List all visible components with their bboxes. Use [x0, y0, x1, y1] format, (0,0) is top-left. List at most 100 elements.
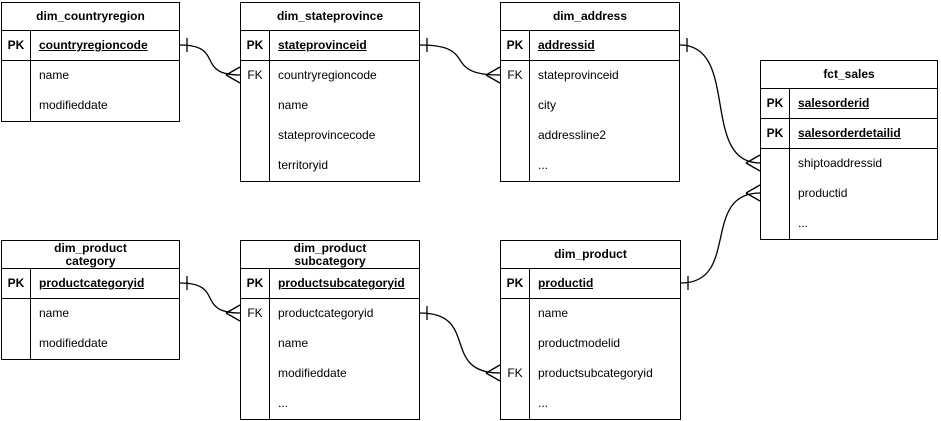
key-cell: [2, 329, 31, 359]
entity-rows: PK countryregioncode name modifieddate: [2, 31, 179, 121]
field-row: modifieddate: [2, 329, 179, 359]
entity-title: dim_product: [501, 241, 680, 269]
field-row: name: [2, 299, 179, 329]
relationship-stateprovince-to-address: [419, 38, 501, 84]
key-cell: PK: [241, 31, 270, 60]
entity-title-line: dim_product: [54, 240, 127, 255]
pk-row: PK salesorderid: [761, 89, 937, 119]
key-cell: [241, 359, 270, 389]
field-name: name: [278, 98, 309, 112]
field-row: ...: [501, 389, 680, 419]
field-row: ...: [761, 209, 937, 239]
key-cell: [501, 91, 530, 121]
field-row: modifieddate: [2, 91, 179, 121]
field-name: productcategoryid: [39, 276, 145, 290]
field-name: addressline2: [538, 128, 607, 142]
pk-row: PK productsubcategoryid: [241, 269, 419, 299]
entity-title-line: dim_product: [293, 240, 367, 255]
key-cell: [241, 91, 270, 121]
field-row: ...: [241, 389, 419, 419]
key-cell: [2, 299, 31, 329]
field-name: productsubcategoryid: [538, 366, 653, 380]
field-name: ...: [798, 216, 809, 230]
field-row: stateprovincecode: [241, 121, 419, 151]
key-cell: PK: [241, 269, 270, 298]
key-cell: [2, 61, 31, 91]
field-row: productid: [761, 179, 937, 209]
field-name: countryregioncode: [278, 68, 377, 82]
key-cell: [241, 389, 270, 419]
field-name: name: [538, 306, 569, 320]
relationship-productcategory-to-subcategory: [179, 276, 241, 322]
field-name: ...: [538, 158, 549, 172]
field-row: ...: [501, 151, 679, 181]
key-cell: FK: [241, 61, 270, 91]
key-cell: [761, 179, 790, 209]
field-row: name: [2, 61, 179, 91]
field-name: modifieddate: [39, 98, 108, 112]
field-name: ...: [538, 396, 549, 410]
field-name: shiptoaddressid: [798, 156, 883, 170]
key-cell: [2, 91, 31, 121]
field-name: name: [39, 306, 70, 320]
field-row: city: [501, 91, 679, 121]
key-cell: [761, 149, 790, 179]
field-name: ...: [278, 396, 289, 410]
key-cell: FK: [501, 359, 530, 389]
field-row: addressline2: [501, 121, 679, 151]
key-cell: PK: [761, 89, 790, 118]
key-cell: [501, 121, 530, 151]
entity-title: dim_countryregion: [2, 3, 179, 31]
key-cell: [501, 389, 530, 419]
entity-rows: PK productcategoryid name modifieddate: [2, 269, 179, 359]
entity-title-line: dim_address: [552, 9, 628, 23]
key-cell: [241, 121, 270, 151]
field-name: countryregioncode: [39, 38, 148, 52]
key-cell: [241, 151, 270, 181]
key-cell: PK: [501, 269, 530, 298]
field-name: modifieddate: [39, 336, 108, 350]
field-row: FK productcategoryid: [241, 299, 419, 329]
key-cell: FK: [241, 299, 270, 329]
key-cell: [501, 299, 530, 329]
key-cell: PK: [761, 119, 790, 148]
entity-title-line: dim_stateprovince: [276, 9, 384, 23]
field-name: productcategoryid: [278, 306, 374, 320]
entity-dim-product[interactable]: dim_product PK productid name productmodeli…: [500, 240, 681, 420]
field-name: territoryid: [278, 158, 329, 172]
key-cell: PK: [2, 31, 31, 60]
relationship-address-to-fctsales: [679, 38, 761, 172]
entity-title-line: dim_countryregion: [36, 9, 145, 23]
field-name: salesorderid: [798, 96, 870, 110]
field-row: modifieddate: [241, 359, 419, 389]
field-row: FK countryregioncode: [241, 61, 419, 91]
key-cell: PK: [2, 269, 31, 298]
field-name: productmodelid: [538, 336, 621, 350]
pk-row: PK productcategoryid: [2, 269, 179, 299]
field-row: territoryid: [241, 151, 419, 181]
field-name: name: [278, 336, 309, 350]
field-name: name: [39, 68, 70, 82]
entity-dim-countryregion[interactable]: dim_countryregion PK countryregioncode nam…: [1, 2, 180, 122]
field-name: productsubcategoryid: [278, 276, 405, 290]
field-name: city: [538, 98, 556, 112]
field-name: productid: [538, 276, 594, 290]
relationship-subcategory-to-product: [419, 306, 501, 382]
key-cell: [761, 209, 790, 239]
field-name: stateprovincecode: [278, 128, 376, 142]
entity-title-line: category: [65, 253, 116, 268]
key-cell: FK: [501, 61, 530, 91]
